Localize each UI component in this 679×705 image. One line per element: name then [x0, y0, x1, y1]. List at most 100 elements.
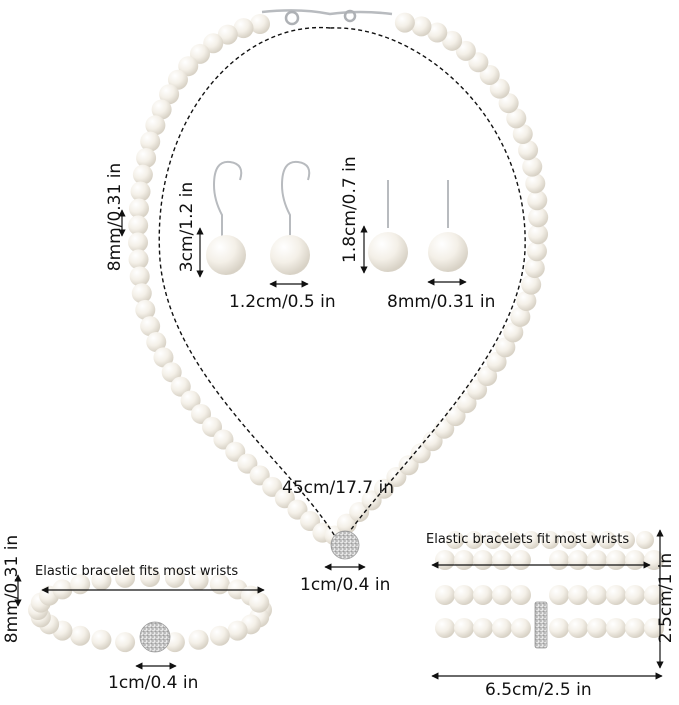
pearl-bead: [394, 12, 415, 33]
pearl-bead: [132, 164, 153, 185]
pearl-bead: [115, 567, 136, 588]
pearl-bead: [486, 351, 507, 372]
pearl-bead: [528, 224, 549, 245]
pearl-bead: [598, 531, 616, 549]
pearl-bead: [128, 215, 149, 236]
pearl-bead: [492, 618, 512, 638]
pearl-bead: [510, 306, 531, 327]
pearl-bead: [473, 618, 493, 638]
pearl-bead: [511, 585, 531, 605]
pearl-bead: [209, 625, 230, 646]
pearl-bead: [115, 632, 136, 653]
pearl-bead: [128, 232, 149, 253]
pearl-bead: [511, 618, 531, 638]
pearl-bead: [129, 266, 150, 287]
pearl-bead: [512, 124, 533, 145]
pearl-bead: [170, 376, 191, 397]
pearl-bead: [128, 198, 149, 219]
measurement-arrows: [14, 209, 664, 680]
pearl-bead: [136, 147, 157, 168]
pearl-bead: [625, 618, 645, 638]
multi-bracelet-height-label: 2.5cm/1 in: [656, 552, 676, 644]
pearl-bead: [217, 24, 238, 45]
pearl-bead: [151, 99, 172, 120]
pearl-bead: [178, 56, 199, 77]
pearl-bead: [521, 274, 542, 295]
hook-earring-length-label: 3cm/1.2 in: [177, 181, 197, 273]
pearl-bead: [146, 332, 167, 353]
pearl-bead: [167, 69, 188, 90]
stud-earring-width-label: 8mm/0.31 in: [387, 292, 496, 312]
stud-earring-length-label: 1.8cm/0.7 in: [340, 156, 360, 263]
pearl-bead: [636, 531, 654, 549]
multi-bracelet-width-label: 6.5cm/2.5 in: [485, 680, 592, 700]
pearl-bead: [153, 347, 174, 368]
pearl-bead: [161, 362, 182, 383]
pearl-bead: [456, 393, 477, 414]
pearl-bead: [518, 140, 539, 161]
pearl-bead: [128, 249, 149, 270]
pearl-bead: [492, 550, 512, 570]
pearl-bead: [473, 585, 493, 605]
rhinestone-bar: [534, 601, 548, 649]
pearl-bead: [579, 531, 597, 549]
pearl-bead: [526, 241, 547, 262]
pearl-bead: [145, 115, 166, 136]
pearl-bead: [233, 18, 254, 39]
pearl-bead: [568, 618, 588, 638]
pearl-bead: [606, 585, 626, 605]
pearl-bead: [568, 550, 588, 570]
pearl-bead: [435, 585, 455, 605]
bracelet-crystal-charm: [139, 621, 171, 653]
hook-earrings: [206, 160, 311, 275]
pearl-bead: [140, 131, 161, 152]
pearl-bead: [560, 531, 578, 549]
pearl-bead: [617, 531, 635, 549]
pearl-bead: [435, 618, 455, 638]
pearl-bead: [495, 337, 516, 358]
pearl-bead: [606, 550, 626, 570]
necklace-length-dashed-outline: [158, 26, 526, 547]
pearl-bead: [455, 40, 476, 61]
pearl-bead: [227, 620, 248, 641]
pearl-bead: [454, 618, 474, 638]
necklace-charm-size-label: 1cm/0.4 in: [300, 575, 391, 595]
pearl-bead: [135, 299, 156, 320]
pearl-bead: [522, 156, 543, 177]
pearl-bead: [503, 322, 524, 343]
pearl-bracelet: [28, 567, 272, 653]
pearl-bead: [180, 390, 201, 411]
pearl-bead: [188, 570, 209, 591]
pearl-bead: [498, 93, 519, 114]
pearl-bead: [541, 531, 559, 549]
pearl-bead: [188, 629, 209, 650]
pearl-bead: [528, 207, 549, 228]
pearl-bead: [473, 550, 493, 570]
pearl-bead: [164, 567, 185, 588]
pearl-bead: [506, 108, 527, 129]
pearl-bead: [527, 190, 548, 211]
pearl-bead: [411, 16, 432, 37]
pearl-bead: [130, 181, 151, 202]
pearl-bead: [477, 366, 498, 387]
pearl-bead: [484, 531, 502, 549]
pearl-bead: [587, 585, 607, 605]
pearl-bead: [489, 78, 510, 99]
pearl-bead: [549, 550, 569, 570]
pearl-bead: [159, 84, 180, 105]
pearl-bead: [435, 550, 455, 570]
pearl-bead: [625, 585, 645, 605]
pearl-bead: [442, 30, 463, 51]
pearl-bead: [454, 550, 474, 570]
pearl-bead: [522, 531, 540, 549]
pearl-bead: [91, 570, 112, 591]
pearl-bead: [467, 379, 488, 400]
pearl-bead: [249, 592, 270, 613]
pearl-bead: [131, 283, 152, 304]
pearl-bead: [568, 585, 588, 605]
pearl-bead: [91, 629, 112, 650]
pearl-bead: [549, 585, 569, 605]
pearl-bead: [511, 550, 531, 570]
multi-strand-pearl-bracelet: [435, 531, 664, 638]
pearl-bead: [427, 22, 448, 43]
